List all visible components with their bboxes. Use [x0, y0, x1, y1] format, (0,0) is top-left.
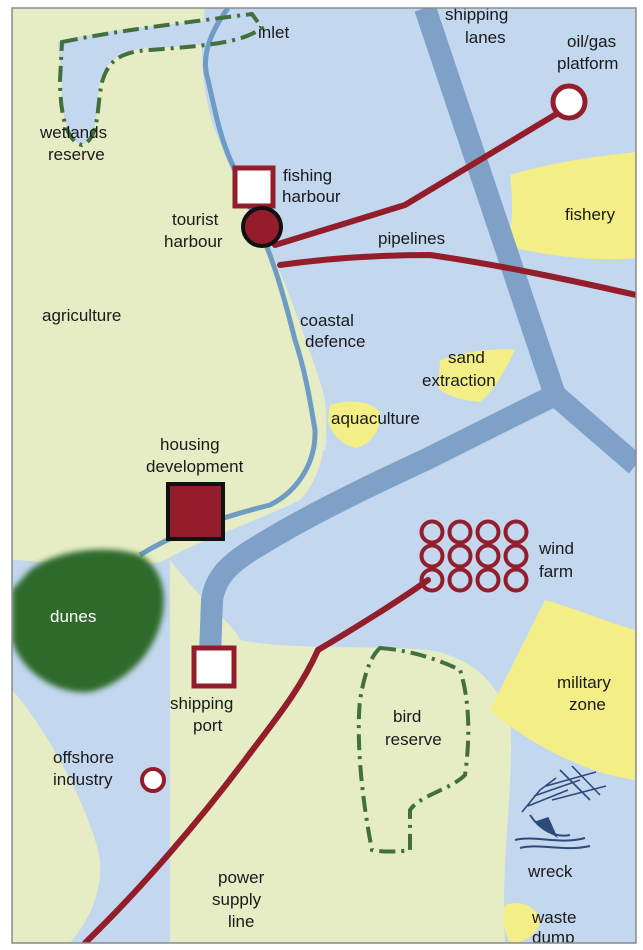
label-wetlands-2: reserve — [48, 145, 105, 164]
label-fishing-harbour-2: harbour — [282, 187, 341, 206]
label-shipping-lanes-2: lanes — [465, 28, 506, 47]
wind-turbine-ring — [475, 543, 501, 569]
wind-farm-ring-grid — [419, 519, 529, 593]
label-sand-extraction-1: sand — [448, 348, 485, 367]
wind-turbine-ring — [447, 519, 473, 545]
waste-dump-zone — [503, 903, 540, 943]
map-frame — [11, 7, 637, 944]
sand-extraction-zone — [438, 349, 515, 402]
label-housing-1: housing — [160, 435, 220, 454]
wind-turbine-ring — [447, 543, 473, 569]
label-power-3: line — [228, 912, 254, 931]
wind-turbine-ring — [419, 543, 445, 569]
label-bird-reserve-2: reserve — [385, 730, 442, 749]
wind-turbine-ring — [503, 567, 529, 593]
label-offshore-1: offshore — [53, 748, 114, 767]
aquaculture-zone — [328, 401, 381, 448]
label-inlet: inlet — [258, 23, 289, 42]
label-housing-2: development — [146, 457, 244, 476]
label-wind-farm-2: farm — [539, 562, 573, 581]
label-wind-farm-1: wind — [538, 539, 574, 558]
pipelines — [82, 107, 636, 943]
power-supply-line — [82, 577, 431, 943]
label-coastal-defence-1: coastal — [300, 311, 354, 330]
label-aquaculture: aquaculture — [331, 409, 420, 428]
fishery-zone — [505, 152, 636, 260]
tourist-harbour-circle-marker — [241, 206, 283, 248]
label-shipping-lanes-1: shipping — [445, 5, 508, 24]
military-zone — [490, 600, 636, 780]
label-oil-gas-1: oil/gas — [567, 32, 616, 51]
offshore-ring-marker — [140, 767, 166, 793]
wind-turbine-ring — [419, 519, 445, 545]
label-power-1: power — [218, 868, 265, 887]
pipeline-east — [277, 251, 636, 298]
label-wetlands-1: wetlands — [39, 123, 107, 142]
bird-reserve-border — [356, 645, 471, 854]
pipeline-oil — [272, 107, 566, 248]
label-dunes: dunes — [50, 607, 96, 626]
wind-turbine-ring — [475, 567, 501, 593]
label-bird-reserve-1: bird — [393, 707, 421, 726]
oil-gas-ring-marker — [550, 83, 588, 121]
southwest-land — [12, 690, 101, 943]
label-oil-gas-2: platform — [557, 54, 618, 73]
wind-turbine-ring — [503, 543, 529, 569]
shipping-port-square-marker — [191, 645, 237, 689]
label-sand-extraction-2: extraction — [422, 371, 496, 390]
shipping-lane-branch — [199, 385, 560, 656]
wetland-inlet-water — [58, 18, 262, 145]
label-tourist-harbour-2: harbour — [164, 232, 223, 251]
wind-turbine-ring — [447, 567, 473, 593]
dunes — [12, 549, 164, 693]
label-pipelines: pipelines — [378, 229, 445, 248]
label-fishery: fishery — [565, 205, 616, 224]
label-waste-2: dump — [532, 928, 575, 947]
wetlands-reserve-border — [57, 11, 265, 148]
label-wreck: wreck — [527, 862, 573, 881]
label-shipping-port-1: shipping — [170, 694, 233, 713]
wind-turbine-ring — [475, 519, 501, 545]
map-labels: inlet wetlands reserve shipping lanes oi… — [39, 5, 618, 947]
fishing-harbour-square-marker — [232, 165, 276, 209]
mainland — [12, 8, 327, 567]
wind-turbine-ring — [503, 519, 529, 545]
label-power-2: supply — [212, 890, 262, 909]
label-military-1: military — [557, 673, 611, 692]
label-offshore-2: industry — [53, 770, 113, 789]
label-waste-1: waste — [531, 908, 576, 927]
housing-filled-square-marker — [166, 482, 225, 541]
label-military-2: zone — [569, 695, 606, 714]
label-tourist-harbour-1: tourist — [172, 210, 219, 229]
label-agriculture: agriculture — [42, 306, 121, 325]
label-coastal-defence-2: defence — [305, 332, 366, 351]
label-fishing-harbour-1: fishing — [283, 166, 332, 185]
shipwreck-icon — [514, 765, 607, 850]
river — [138, 8, 318, 558]
wind-turbine-ring — [419, 567, 445, 593]
label-shipping-port-2: port — [193, 716, 223, 735]
